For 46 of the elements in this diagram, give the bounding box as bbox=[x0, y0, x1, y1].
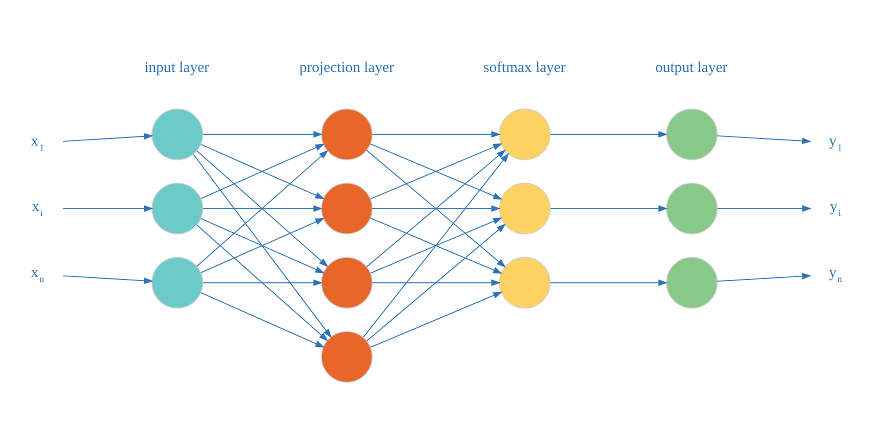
node-circle bbox=[321, 182, 373, 234]
arrow bbox=[716, 272, 812, 282]
node-text: x$_{1}$ bbox=[30, 132, 44, 153]
arrow bbox=[550, 204, 668, 212]
arrow bbox=[366, 223, 506, 341]
arrow bbox=[202, 204, 323, 212]
label: projection layer bbox=[299, 60, 394, 76]
node-circle bbox=[321, 108, 373, 160]
label: output layer bbox=[655, 60, 728, 76]
arrow bbox=[717, 204, 812, 212]
node-text: y$_{n}$ bbox=[828, 264, 842, 284]
arrow bbox=[362, 152, 510, 338]
arrow bbox=[200, 143, 325, 199]
node-circle bbox=[321, 256, 373, 308]
arrow bbox=[62, 274, 154, 284]
node-text: x$_{i}$ bbox=[32, 198, 43, 219]
node-circle bbox=[498, 182, 551, 234]
node-text: y$_{i}$ bbox=[830, 198, 841, 219]
node-text: y$_{1}$ bbox=[828, 132, 842, 153]
arrow bbox=[550, 130, 668, 138]
arrow bbox=[372, 204, 501, 212]
node-circle bbox=[666, 108, 718, 160]
arrow bbox=[202, 130, 323, 138]
node-circle bbox=[321, 330, 373, 382]
arrow bbox=[202, 278, 323, 286]
label: softmax layer bbox=[483, 60, 566, 76]
arrow bbox=[62, 132, 154, 142]
arrow bbox=[372, 278, 501, 286]
arrow bbox=[193, 154, 332, 338]
arrow bbox=[370, 217, 503, 274]
arrow bbox=[716, 134, 812, 144]
arrow bbox=[196, 224, 328, 341]
node-circle bbox=[152, 182, 204, 234]
node-circle bbox=[666, 182, 718, 234]
arrow bbox=[550, 278, 668, 286]
node-circle bbox=[498, 108, 551, 160]
arrow bbox=[62, 204, 154, 212]
node-text: x$_{n}$ bbox=[30, 264, 44, 284]
arrow bbox=[370, 291, 503, 348]
node-circle bbox=[498, 256, 551, 308]
arrow bbox=[200, 292, 325, 348]
node-circle bbox=[152, 108, 204, 160]
node-circle bbox=[666, 256, 718, 308]
label: input layer bbox=[144, 60, 210, 76]
node-circle bbox=[152, 256, 204, 308]
arrow bbox=[372, 130, 501, 138]
